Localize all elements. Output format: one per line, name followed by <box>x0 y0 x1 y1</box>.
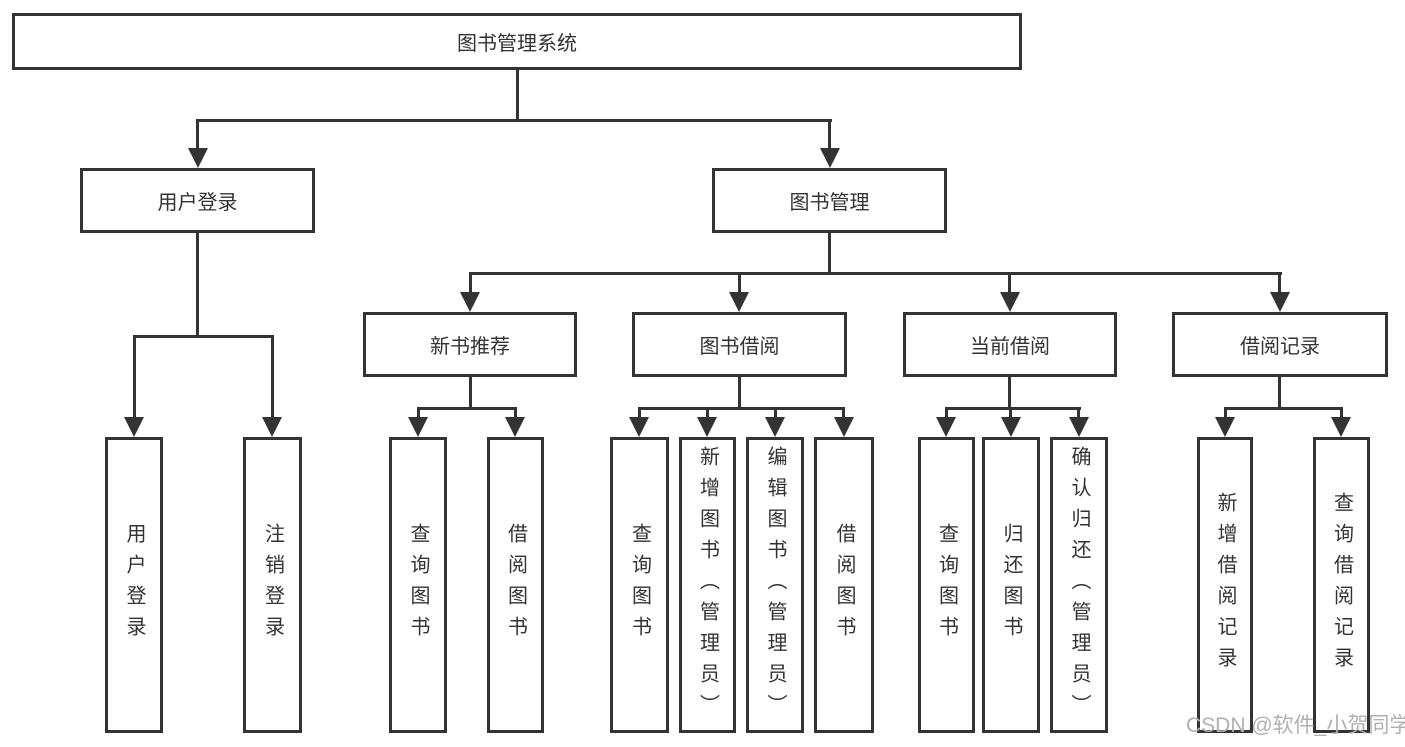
connector-leaf-drop <box>1009 407 1012 419</box>
connector-l3-drop <box>1278 272 1281 294</box>
leaf-label: 编辑图书（管理员） <box>764 445 786 725</box>
node-borrow-records: 借阅记录 <box>1172 312 1388 377</box>
connector-l3-bar <box>1224 407 1343 410</box>
connector-l3-stem <box>469 377 472 407</box>
leaf-label: 查询图书 <box>935 523 958 647</box>
arrow-down-icon <box>1001 417 1021 437</box>
arrow-down-icon <box>936 417 956 437</box>
arrow-down-icon <box>834 417 854 437</box>
leaf-query-books-recommend: 查询图书 <box>389 437 447 733</box>
arrow-down-icon <box>1270 292 1290 312</box>
connector-leaf-drop <box>271 335 274 419</box>
connector-user-login-drop <box>196 119 199 150</box>
leaf-query-borrow-record: 查询借阅记录 <box>1313 437 1370 733</box>
arrow-down-icon <box>505 417 525 437</box>
connector-book-mgmt-stem <box>828 233 831 272</box>
leaf-query-books-current: 查询图书 <box>918 437 975 733</box>
leaf-logout: 注销登录 <box>243 437 302 733</box>
connector-root-stem <box>516 70 519 119</box>
connector-user-login-bar <box>133 335 274 338</box>
connector-leaf-drop <box>1077 407 1080 419</box>
arrow-down-icon <box>765 417 785 437</box>
connector-l3-bar <box>945 407 1081 410</box>
leaf-label: 借阅图书 <box>504 523 527 647</box>
leaf-return-books: 归还图书 <box>982 437 1040 733</box>
arrow-down-icon <box>629 417 649 437</box>
leaf-label: 查询图书 <box>407 523 429 647</box>
arrow-down-icon <box>1331 417 1351 437</box>
arrow-down-icon <box>820 148 840 168</box>
leaf-confirm-return-admin: 确认归还（管理员） <box>1050 437 1108 733</box>
node-new-book-recommend: 新书推荐 <box>363 312 577 377</box>
connector-leaf-drop <box>1224 407 1227 419</box>
leaf-query-books-borrowing: 查询图书 <box>610 437 669 733</box>
arrow-down-icon <box>729 292 749 312</box>
node-book-management: 图书管理 <box>712 168 947 233</box>
node-user-login: 用户登录 <box>80 168 315 233</box>
arrow-down-icon <box>408 417 428 437</box>
node-library-management-system: 图书管理系统 <box>12 13 1022 70</box>
arrow-down-icon <box>188 148 208 168</box>
leaf-label: 用户登录 <box>123 523 145 647</box>
arrow-down-icon <box>1000 292 1020 312</box>
connector-l3-drop <box>469 272 472 294</box>
connector-l3-bar <box>417 407 517 410</box>
connector-leaf-drop <box>945 407 948 419</box>
csdn-watermark: CSDN @软件_小贺同学 <box>1186 714 1405 737</box>
arrow-down-icon <box>262 417 282 437</box>
connector-leaf-drop <box>842 407 845 419</box>
connector-l3-stem <box>1008 377 1011 407</box>
arrow-down-icon <box>460 292 480 312</box>
node-book-borrowing: 图书借阅 <box>632 312 847 377</box>
node-current-borrowing: 当前借阅 <box>903 312 1117 377</box>
leaf-label: 查询借阅记录 <box>1330 492 1353 678</box>
leaf-label: 确认归还（管理员） <box>1068 445 1090 725</box>
leaf-edit-books-admin: 编辑图书（管理员） <box>746 437 804 733</box>
connector-leaf-drop <box>417 407 420 419</box>
leaf-label: 归还图书 <box>1000 523 1022 647</box>
connector-l3-stem <box>738 377 741 407</box>
leaf-label: 查询图书 <box>628 523 651 647</box>
arrow-down-icon <box>697 417 717 437</box>
connector-l3-bar <box>638 407 845 410</box>
connector-leaf-drop <box>514 407 517 419</box>
connector-l3-drop <box>1008 272 1011 294</box>
leaf-label: 新增借阅记录 <box>1214 492 1236 678</box>
leaf-label: 注销登录 <box>261 523 284 647</box>
connector-book-mgmt-drop <box>828 119 831 150</box>
leaf-borrow-books-recommend: 借阅图书 <box>487 437 544 733</box>
connector-leaf-drop <box>706 407 709 419</box>
connector-leaf-drop <box>133 335 136 419</box>
leaf-add-books-admin: 新增图书（管理员） <box>679 437 736 733</box>
connector-root-bar <box>196 119 832 122</box>
leaf-add-borrow-record: 新增借阅记录 <box>1197 437 1253 733</box>
connector-leaf-drop <box>638 407 641 419</box>
connector-user-login-stem <box>196 233 199 335</box>
connector-leaf-drop <box>1340 407 1343 419</box>
leaf-label: 新增图书（管理员） <box>696 445 719 725</box>
connector-l3-stem <box>1278 377 1281 407</box>
arrow-down-icon <box>124 417 144 437</box>
connector-leaf-drop <box>774 407 777 419</box>
arrow-down-icon <box>1069 417 1089 437</box>
connector-l3-drop <box>738 272 741 294</box>
leaf-borrow-books: 借阅图书 <box>814 437 874 733</box>
arrow-down-icon <box>1215 417 1235 437</box>
connector-book-mgmt-bar <box>469 272 1282 275</box>
leaf-label: 借阅图书 <box>833 523 855 647</box>
leaf-user-login: 用户登录 <box>105 437 163 733</box>
